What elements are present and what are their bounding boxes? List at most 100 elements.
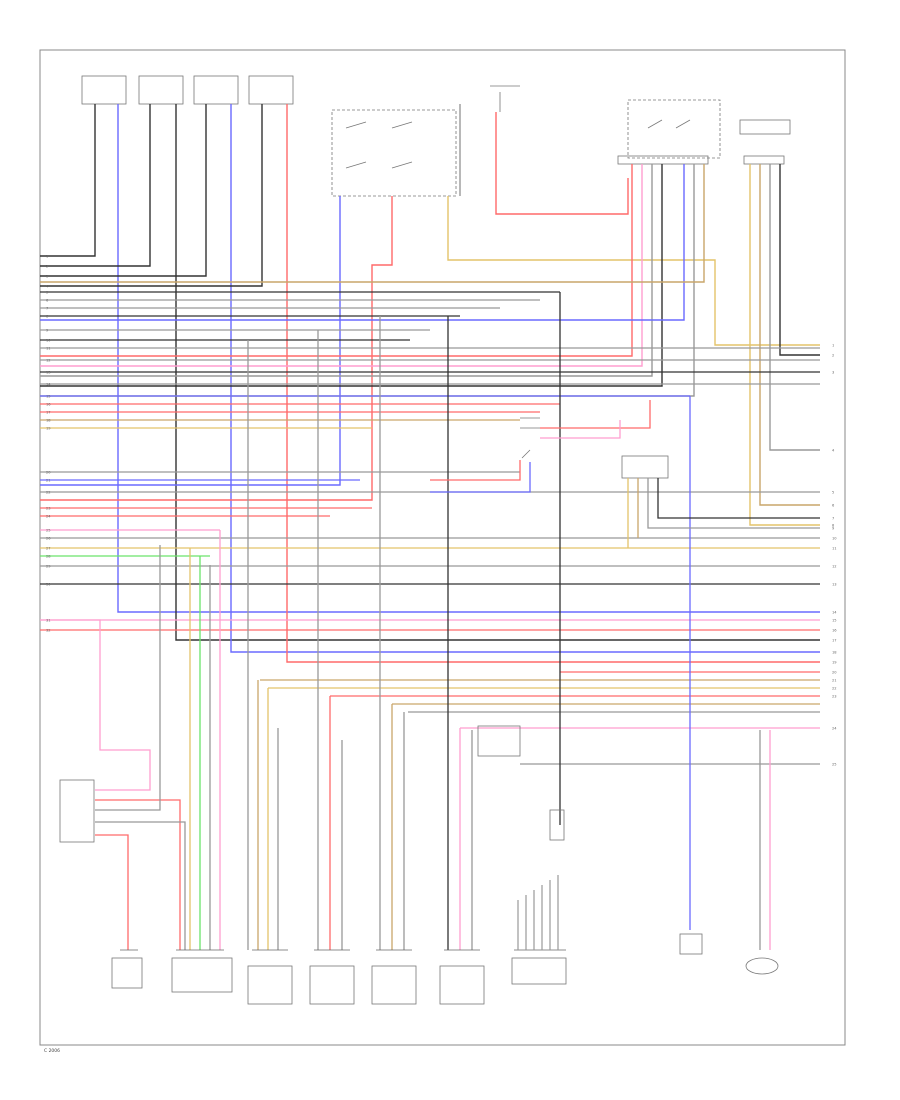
right-pin-label: 17 (832, 639, 837, 643)
left-harness-bus-2 (40, 471, 820, 631)
left-pin-label: 24 (46, 515, 51, 519)
left-pin-label: 21 (46, 479, 51, 483)
right-pin-label: 10 (832, 537, 837, 541)
left-pin-label: 18 (46, 419, 51, 423)
right-pin-label: 3 (832, 371, 834, 375)
bottom-component-1 (111, 957, 143, 989)
right-harness-bus (260, 671, 820, 765)
right-pin-label: 14 (832, 611, 837, 615)
top-center-sensor (490, 85, 520, 112)
switch-assembly (331, 109, 457, 197)
right-pin-label: 18 (832, 651, 837, 655)
right-pin-label: 25 (832, 763, 837, 767)
right-pin-label: 13 (832, 583, 837, 587)
right-pin-label: 8 (832, 524, 835, 528)
left-pin-label: 25 (46, 529, 51, 533)
left-pin-label: 14 (46, 383, 51, 387)
left-pin-label: 32 (46, 629, 51, 633)
right-pin-label: 24 (832, 727, 837, 731)
wire-v-black-5 (40, 104, 263, 287)
left-pin-label: 12 (46, 359, 51, 363)
right-pin-label: 20 (832, 671, 837, 675)
left-pin-label: 6 (46, 299, 49, 303)
left-pin-label: 30 (46, 583, 51, 587)
right-pin-label: 15 (832, 619, 837, 623)
wire-v-blue-2 (230, 104, 820, 653)
top-component-3 (193, 75, 239, 105)
bottom-component-7 (511, 957, 567, 985)
wire-v-black-2 (40, 104, 151, 267)
switch-wires (40, 104, 820, 501)
left-pin-label: 27 (46, 547, 51, 551)
left-pin-label: 28 (46, 555, 51, 559)
left-pin-label: 20 (46, 471, 51, 475)
left-pin-numbers: 1234567891011121314151617181920212223242… (46, 255, 51, 633)
top-component-4 (248, 75, 294, 105)
right-pin-label: 22 (832, 687, 837, 691)
right-middle-connector-wires (627, 478, 820, 548)
right-pin-numbers: 1234567891011121314151617181920212223242… (832, 344, 837, 767)
right-pin-label: 12 (832, 565, 837, 569)
bottom-component-5 (371, 965, 417, 1005)
left-pin-label: 3 (46, 275, 48, 279)
left-pin-label: 19 (46, 427, 51, 431)
right-pin-label: 1 (832, 344, 834, 348)
wire-v-red-1 (286, 104, 820, 663)
middle-relay-wires (430, 400, 651, 493)
wire-v-black-4 (40, 104, 207, 277)
left-pin-label: 9 (46, 329, 49, 333)
bottom-component-8 (679, 933, 703, 955)
top-right-relay (617, 99, 721, 165)
right-pin-label: 2 (832, 354, 834, 358)
left-harness-bus (40, 291, 820, 429)
left-pin-label: 13 (46, 371, 51, 375)
wire-switch-yellow (447, 196, 820, 346)
right-pin-label: 9 (832, 527, 835, 531)
left-pin-label: 17 (46, 411, 51, 415)
right-pin-label: 4 (832, 449, 835, 453)
left-pin-label: 29 (46, 565, 51, 569)
right-pin-label: 5 (832, 491, 834, 495)
left-pin-label: 1 (46, 255, 48, 259)
bottom-middle-wires (517, 875, 559, 950)
wire-v-blue-1 (117, 104, 820, 613)
top-component-2 (138, 75, 184, 105)
top-right-relay-wires (40, 164, 705, 397)
left-pin-label: 26 (46, 537, 51, 541)
top-vertical-wires (40, 104, 820, 663)
left-pin-label: 16 (46, 403, 51, 407)
top-component-1 (81, 75, 127, 105)
left-pin-label: 7 (46, 307, 48, 311)
right-middle-connector (621, 455, 669, 479)
lower-middle-connector (477, 725, 565, 841)
left-pin-label: 22 (46, 491, 51, 495)
bottom-components (59, 779, 779, 1005)
left-pin-label: 31 (46, 619, 51, 623)
left-pin-label: 8 (46, 315, 49, 319)
left-pin-label: 15 (46, 395, 51, 399)
left-pin-label: 11 (46, 347, 51, 351)
bottom-component-3 (247, 965, 293, 1005)
wire-switch-red (40, 196, 393, 501)
wire-v-black-1 (40, 104, 96, 257)
left-pin-label: 5 (46, 291, 48, 295)
left-pin-label: 4 (46, 285, 49, 289)
bottom-drop-wires (247, 292, 771, 950)
middle-relay (520, 417, 540, 459)
right-pin-label: 19 (832, 661, 837, 665)
top-right-connector (739, 119, 791, 165)
top-right-connector-wires (749, 164, 820, 526)
right-pin-label: 21 (832, 679, 837, 683)
left-pin-label: 23 (46, 507, 51, 511)
wire-top-red-loop (495, 112, 629, 215)
bottom-component-9 (745, 957, 779, 975)
bottom-component-2 (171, 957, 233, 993)
right-pin-label: 6 (832, 504, 835, 508)
right-pin-label: 7 (832, 517, 834, 521)
bottom-component-4 (309, 965, 355, 1005)
top-component-group (81, 75, 294, 105)
footer-copyright: C 2006 (44, 1048, 60, 1054)
switch-housing (331, 109, 457, 197)
bottom-component-6 (439, 965, 485, 1005)
